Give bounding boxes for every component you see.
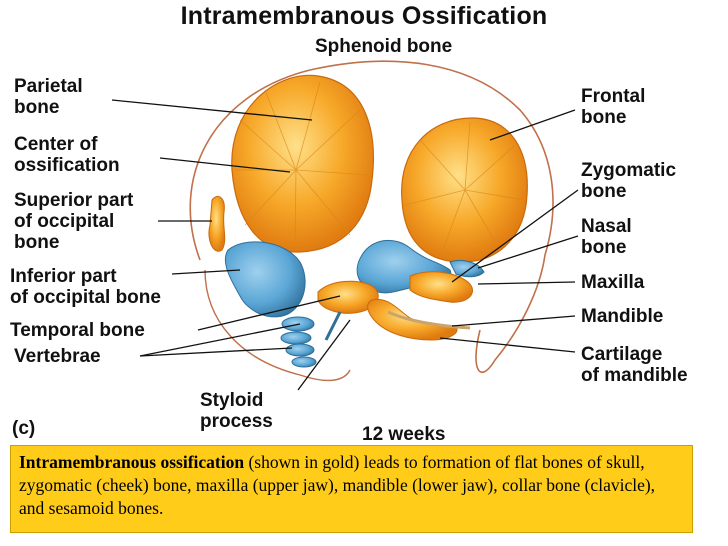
label-panel: (c) bbox=[12, 418, 36, 439]
label-temporal: Temporal bone bbox=[10, 320, 145, 341]
label-maxilla: Maxilla bbox=[581, 272, 645, 293]
caption-text: (shown in gold) leads to formation of fl… bbox=[19, 452, 656, 518]
label-age: 12 weeks bbox=[362, 424, 446, 445]
leader-lines bbox=[111, 99, 579, 391]
label-mandible: Mandible bbox=[581, 306, 664, 327]
superior-occipital-shape bbox=[208, 196, 226, 252]
page-title: Intramembranous Ossification bbox=[180, 2, 548, 30]
cartilage-shape bbox=[387, 310, 471, 330]
occipital-outline bbox=[204, 269, 351, 382]
caption-box: Intramembranous ossification (shown in g… bbox=[10, 445, 693, 533]
caption-bold: Intramembranous ossification bbox=[19, 452, 245, 472]
parietal-bone-shape bbox=[231, 74, 374, 253]
vertebrae-shape bbox=[280, 316, 317, 368]
frontal-bone-shape bbox=[401, 117, 528, 263]
label-sphenoid: Sphenoid bone bbox=[315, 36, 453, 57]
label-vertebrae: Vertebrae bbox=[14, 346, 101, 367]
maxilla-shape bbox=[409, 271, 473, 303]
skull-outline bbox=[189, 60, 554, 373]
inferior-occipital-shape bbox=[224, 241, 306, 318]
styloid-shape bbox=[324, 311, 342, 341]
